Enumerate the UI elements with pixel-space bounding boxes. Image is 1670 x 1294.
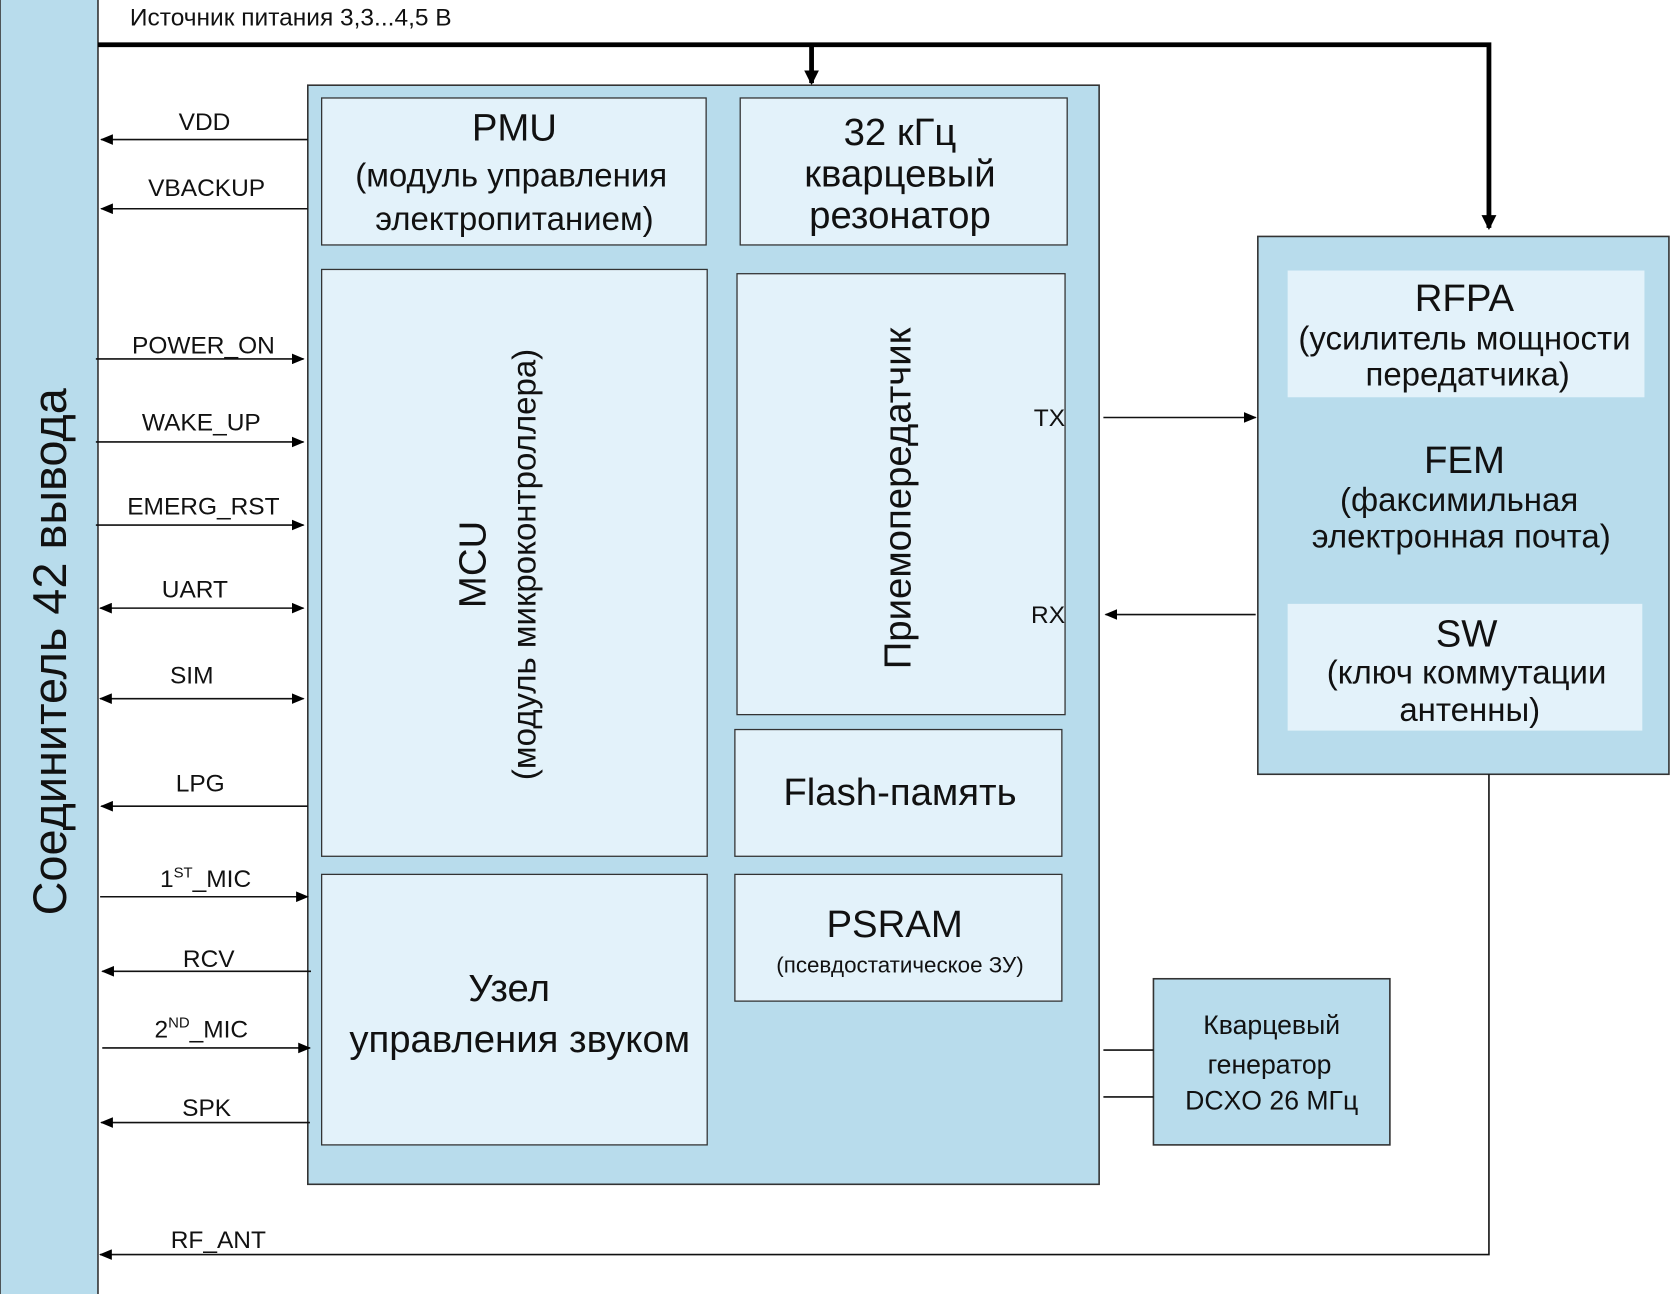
vbackup-label: VBACKUP bbox=[148, 175, 265, 202]
crystal-32-line1: 32 кГц bbox=[844, 111, 957, 154]
pmu-block: PMU (модуль управления электропитанием) bbox=[321, 97, 707, 246]
pmu-line1: (модуль управления bbox=[355, 156, 667, 193]
signal-vbackup: VBACKUP bbox=[100, 175, 308, 215]
mic2-sup: ND bbox=[168, 1016, 190, 1032]
signal-emerg-rst: EMERG_RST bbox=[95, 493, 305, 531]
transceiver-title: Приемопередатчик bbox=[877, 327, 920, 669]
signal-lpg: LPG bbox=[100, 770, 308, 812]
rfpa-line2: передатчика) bbox=[1365, 356, 1569, 393]
rcv-label: RCV bbox=[183, 946, 235, 973]
vdd-label: VDD bbox=[179, 109, 231, 136]
psram-title: PSRAM bbox=[826, 903, 962, 946]
power-supply-label: Источник питания 3,3...4,5 В bbox=[130, 5, 452, 32]
dcxo-line3: DCXO 26 МГц bbox=[1185, 1086, 1358, 1116]
mic1-sup: ST bbox=[174, 866, 193, 882]
rfpa-title: RFPA bbox=[1415, 277, 1515, 320]
signal-mic1: 1ST_MIC bbox=[100, 866, 309, 903]
connector-label: Соединитель 42 вывода bbox=[24, 387, 76, 915]
fem-line2: электронная почта) bbox=[1312, 517, 1611, 554]
crystal-32-line2: кварцевый bbox=[804, 152, 996, 195]
spk-label: SPK bbox=[182, 1095, 232, 1122]
audio-line2: управления звуком bbox=[349, 1018, 690, 1061]
mic1-rest: _MIC bbox=[192, 866, 252, 893]
signal-sim: SIM bbox=[99, 663, 305, 704]
transceiver-block: Приемопередатчик TX RX bbox=[736, 273, 1066, 716]
rfpa-line1: (усилитель мощности bbox=[1298, 319, 1630, 356]
dcxo-line1: Кварцевый bbox=[1203, 1010, 1340, 1040]
mcu-subtitle: (модуль микроконтроллера) bbox=[506, 349, 543, 780]
mic2-label: 2ND_MIC bbox=[154, 1016, 248, 1044]
mcu-block: MCU (модуль микроконтроллера) bbox=[321, 268, 708, 857]
rx-label: RX bbox=[1031, 602, 1065, 629]
signal-rcv: RCV bbox=[101, 946, 311, 977]
rf-ant-label: RF_ANT bbox=[171, 1227, 266, 1254]
audio-line1: Узел bbox=[468, 967, 550, 1010]
crystal-32khz-block: 32 кГц кварцевый резонатор bbox=[739, 97, 1068, 246]
audio-block: Узел управления звуком bbox=[321, 873, 708, 1146]
lpg-label: LPG bbox=[176, 770, 225, 797]
mic1-label: 1ST_MIC bbox=[160, 866, 251, 894]
mcu-title: MCU bbox=[452, 521, 495, 608]
signal-spk: SPK bbox=[100, 1095, 310, 1128]
connector-42-pin: Соединитель 42 вывода bbox=[0, 0, 99, 1294]
signal-vdd: VDD bbox=[100, 109, 308, 145]
signal-wake-up: WAKE_UP bbox=[95, 409, 305, 448]
flash-title: Flash-память bbox=[783, 771, 1016, 814]
pmu-title: PMU bbox=[472, 107, 557, 150]
sw-line2: антенны) bbox=[1399, 691, 1540, 728]
psram-block: PSRAM (псевдостатическое ЗУ) bbox=[734, 873, 1063, 1002]
uart-label: UART bbox=[162, 576, 228, 603]
pmu-line2: электропитанием) bbox=[375, 200, 653, 237]
sw-title: SW bbox=[1436, 612, 1499, 655]
fem-title: FEM bbox=[1424, 439, 1505, 482]
power-bus: Источник питания 3,3...4,5 В bbox=[97, 5, 1497, 231]
mic1-num: 1 bbox=[160, 866, 174, 893]
emerg-rst-label: EMERG_RST bbox=[127, 493, 279, 520]
signal-rf-ant: RF_ANT bbox=[99, 774, 1490, 1260]
flash-block: Flash-память bbox=[734, 728, 1063, 857]
crystal-32-line3: резонатор bbox=[809, 194, 991, 237]
tx-label: TX bbox=[1034, 405, 1065, 432]
signal-uart: UART bbox=[99, 576, 305, 614]
sw-line1: (ключ коммутации bbox=[1327, 654, 1607, 691]
signal-mic2: 2ND_MIC bbox=[102, 1016, 311, 1054]
power-on-label: POWER_ON bbox=[132, 333, 275, 360]
sim-label: SIM bbox=[170, 663, 214, 690]
mic2-num: 2 bbox=[154, 1016, 168, 1043]
psram-subtitle: (псевдостатическое ЗУ) bbox=[776, 952, 1023, 977]
dcxo-block: Кварцевый генератор DCXO 26 МГц bbox=[1103, 977, 1391, 1146]
mic2-rest: _MIC bbox=[189, 1016, 249, 1043]
rf-front-end-block: RFPA (усилитель мощности передатчика) FE… bbox=[1257, 235, 1670, 776]
wake-up-label: WAKE_UP bbox=[142, 409, 261, 436]
fem-line1: (факсимильная bbox=[1340, 481, 1578, 518]
dcxo-line2: генератор bbox=[1208, 1050, 1332, 1080]
signal-power-on: POWER_ON bbox=[95, 333, 305, 365]
